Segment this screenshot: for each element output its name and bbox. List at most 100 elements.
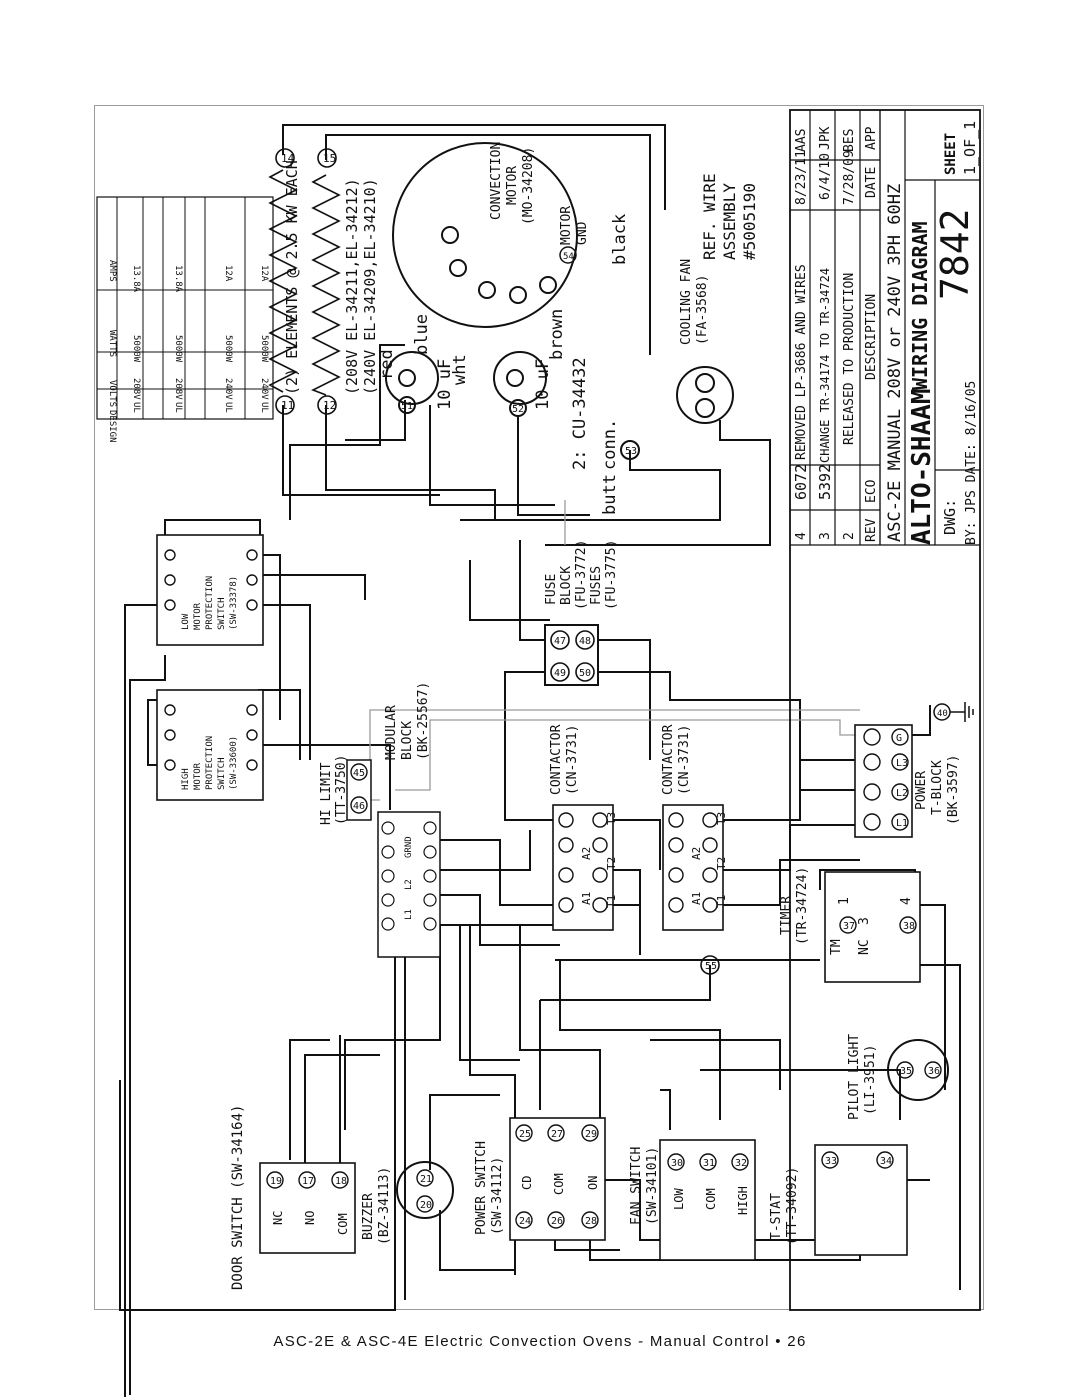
- eco-5392: 5392: [816, 464, 834, 500]
- terminal-50: 50: [579, 668, 591, 679]
- wires: [119, 124, 961, 1397]
- elements-240v-parts: (240V EL-34209,EL-34210): [361, 178, 379, 395]
- wire-wht: wht: [450, 354, 470, 385]
- block-grnd: GRND: [404, 836, 414, 858]
- fan-switch-label: FAN SWITCH: [629, 1147, 644, 1225]
- terminal-25: 25: [519, 1129, 531, 1140]
- terminal-37: 37: [843, 921, 855, 932]
- terminal-33: 33: [825, 1156, 837, 1167]
- contactor-2-t3: T3: [715, 812, 728, 825]
- fan-switch-part: (SW-34101): [645, 1147, 660, 1225]
- block-l1: L1: [404, 909, 414, 920]
- fan-high: HIGH: [736, 1186, 750, 1215]
- rev-2-date: 7/28/09: [842, 150, 857, 205]
- title-block: 4 6072 REMOVED LP-3686 AND WIRES 8/23/11…: [789, 109, 981, 1311]
- convection-motor: CONVECTION MOTOR (MO-34208) 54 MOTOR GND: [392, 142, 590, 328]
- terminal-46: 46: [353, 801, 365, 812]
- terminal-17: 17: [302, 1176, 314, 1187]
- rev-3-desc: CHANGE TR-34174 TO TR-34724: [818, 268, 832, 463]
- contactor-1-t3: T3: [605, 812, 618, 825]
- terminal-14: 14: [281, 152, 295, 165]
- modular-block-label: BLOCK: [400, 721, 415, 760]
- spec-cell: UL: [173, 402, 183, 413]
- wire-red: red: [377, 349, 397, 380]
- fuses-part: (FU-3775): [604, 540, 619, 610]
- terminal-19: 19: [270, 1176, 282, 1187]
- contactor-2-part: (CN-3731): [677, 725, 692, 795]
- elements-208v-parts: (208V EL-34211,EL-34212): [343, 178, 361, 395]
- timer-1: 1: [837, 897, 852, 905]
- pilot-light-part: (LI-3951): [863, 1045, 878, 1115]
- terminal-11: 11: [281, 399, 294, 412]
- rev-2: 2: [842, 532, 857, 540]
- buzzer-part: (BZ-34113): [377, 1167, 392, 1245]
- hi-limit: 45 46 HI LIMIT (TT-3750): [319, 755, 372, 825]
- capacitors: [385, 351, 547, 417]
- timer-tm: TM: [829, 939, 844, 955]
- model-line: ASC-2E MANUAL 208V or 240V 3PH 60HZ: [885, 184, 905, 542]
- high-switch-label: MOTOR: [193, 762, 203, 790]
- contactor-2: A1 A2 T1 T2 T3 CONTACTOR (CN-3731): [661, 724, 728, 931]
- terminal-29: 29: [585, 1129, 597, 1140]
- spec-table: DESIGN VOLTS WATTS AMPS UL 208V 5000W 13…: [96, 196, 274, 443]
- cap-part: 2: CU-34432: [570, 357, 590, 470]
- terminal-51: 51: [401, 401, 413, 412]
- spec-cell: 12A: [223, 265, 233, 282]
- power-switch: 25 27 29 24 26 28 CD COM ON POWER SWITCH…: [474, 1117, 606, 1241]
- contactor-1-label: CONTACTOR: [549, 724, 564, 795]
- rev-3: 3: [818, 532, 833, 540]
- terminal-15: 15: [323, 152, 336, 165]
- spec-cell: 5000W: [131, 335, 141, 363]
- spec-cell: 12A: [259, 265, 269, 282]
- motor-label-2: MOTOR: [505, 166, 520, 205]
- tstat-label: T-STAT: [769, 1193, 784, 1240]
- buzzer-label: BUZZER: [361, 1193, 376, 1240]
- header-app: APP: [864, 126, 879, 150]
- modular-block-label: MODULAR: [384, 705, 399, 760]
- terminal-32: 32: [735, 1158, 747, 1169]
- spec-cell: 13.8A: [173, 265, 183, 293]
- motor-gnd-label: MOTOR: [559, 206, 574, 245]
- terminal-36: 36: [928, 1066, 940, 1077]
- by-date: BY: JPS DATE: 8/16/05: [964, 381, 979, 545]
- tblock-g: G: [896, 733, 902, 744]
- rev-4-date: 8/23/11: [794, 150, 809, 205]
- low-motor-protection-switch: LOW MOTOR PROTECTION SWITCH (SW-33378): [156, 534, 264, 646]
- block-l2: L2: [404, 879, 414, 890]
- spec-header-watts: WATTS: [107, 330, 117, 357]
- drawing-frame: [94, 105, 984, 1310]
- rev-4: 4: [794, 532, 809, 540]
- contactor-2-a2: A2: [690, 847, 703, 860]
- dwg-label: DWG:: [941, 499, 959, 535]
- spec-cell: 5000W: [223, 335, 233, 363]
- spec-cell: 240V: [259, 378, 269, 400]
- terminal-27: 27: [551, 1129, 563, 1140]
- timer-part: (TR-34724): [795, 867, 810, 945]
- spec-cell: 5000W: [173, 335, 183, 363]
- timer-nc: NC: [857, 939, 872, 955]
- motor-label: CONVECTION: [489, 142, 504, 220]
- timer-label: TIMER: [779, 896, 794, 935]
- low-switch-label: LOW: [181, 613, 191, 630]
- ref-wire-2: ASSEMBLY: [720, 183, 739, 260]
- dwg-number: 7842: [933, 208, 977, 300]
- rev-4-app: AAS: [794, 129, 809, 152]
- sheet-label: SHEET: [943, 133, 959, 175]
- low-switch-label: PROTECTION: [205, 576, 215, 630]
- cooling-fan-label: COOLING FAN: [679, 259, 694, 345]
- spec-cell: UL: [131, 402, 141, 413]
- power-on: ON: [586, 1176, 600, 1190]
- contactor-1-t1: T1: [605, 895, 618, 908]
- door-switch-label: DOOR SWITCH (SW-34164): [230, 1105, 246, 1290]
- contactor-2-t1: T1: [715, 895, 728, 908]
- page-footer: ASC-2E & ASC-4E Electric Convection Oven…: [273, 1333, 807, 1350]
- conn-label: conn.: [600, 419, 620, 470]
- rev-3-app: JPK: [818, 126, 833, 150]
- wire-blue: blue: [412, 314, 432, 355]
- low-switch-label: SWITCH: [217, 597, 227, 630]
- contactor-1-part: (CN-3731): [565, 725, 580, 795]
- terminal-34: 34: [880, 1156, 892, 1167]
- wire-black: black: [610, 214, 630, 265]
- spec-cell: 208V: [173, 378, 183, 400]
- door-com: COM: [336, 1213, 350, 1235]
